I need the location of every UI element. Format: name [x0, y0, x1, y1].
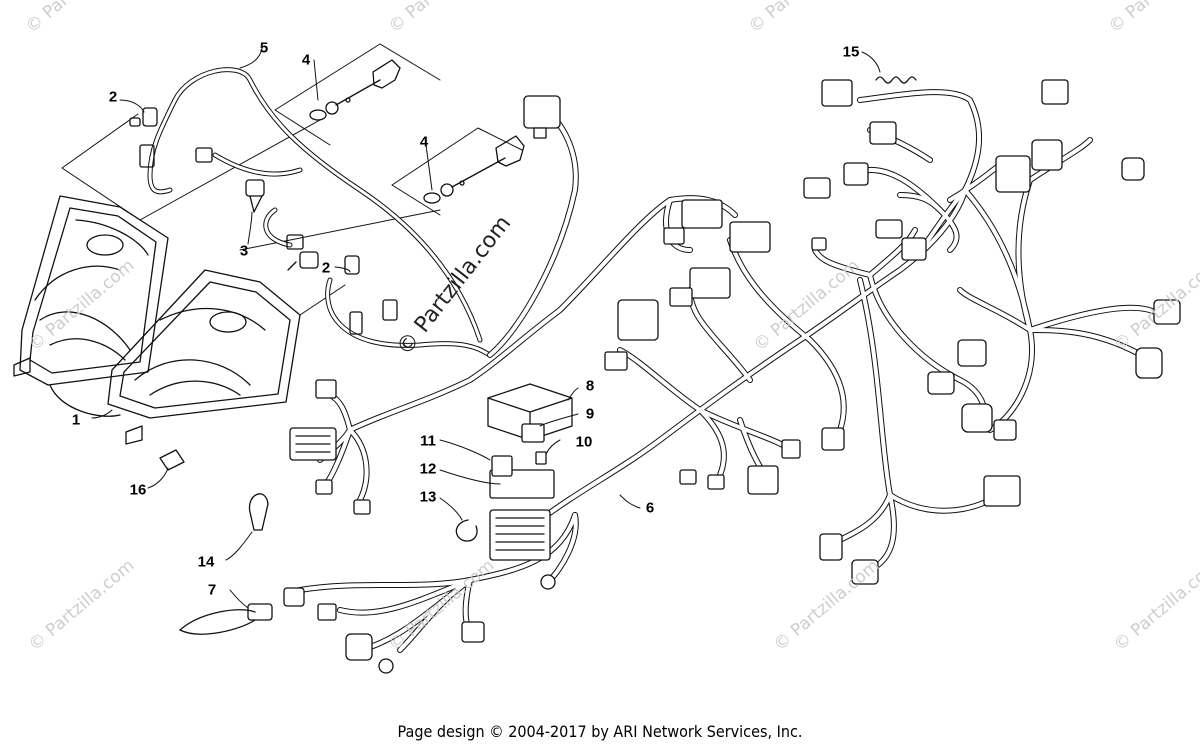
headlight-right — [49, 269, 301, 445]
callout-9: 9 — [585, 405, 595, 423]
callout-13: 13 — [419, 488, 437, 506]
callout-11: 11 — [420, 432, 436, 450]
adjuster-screw-lower — [423, 135, 525, 204]
exploded-view-lines — [61, 43, 523, 316]
clip-ring — [455, 519, 478, 542]
relay-small — [491, 423, 547, 477]
harness-connectors — [283, 79, 1181, 674]
grommet-tool — [179, 603, 273, 635]
subharness-connectors — [139, 144, 398, 335]
callout-5: 5 — [259, 39, 269, 57]
page-footer: Page design © 2004-2017 by ARI Network S… — [397, 722, 803, 741]
callout-4-lower: 4 — [419, 133, 429, 151]
callout-10: 10 — [575, 433, 593, 451]
callout-14: 14 — [197, 553, 215, 571]
callout-8: 8 — [585, 377, 595, 395]
leader-lines — [91, 47, 881, 609]
callout-16: 16 — [129, 481, 147, 499]
cable-tie — [248, 493, 269, 531]
relay-box — [487, 383, 573, 441]
callout-4-upper: 4 — [301, 51, 311, 69]
bulb-sockets — [129, 107, 360, 275]
callout-7: 7 — [207, 581, 217, 599]
callout-3: 3 — [239, 242, 249, 260]
pad-square — [159, 449, 185, 471]
headlight-left — [13, 195, 169, 386]
callout-15: 15 — [842, 43, 860, 61]
callout-1: 1 — [71, 411, 81, 429]
callout-6: 6 — [645, 499, 655, 517]
callout-2-upper: 2 — [108, 88, 118, 106]
spring-clip — [875, 76, 917, 84]
adjuster-screw-upper — [309, 59, 401, 121]
callout-2-lower: 2 — [321, 259, 331, 277]
callout-12: 12 — [419, 460, 437, 478]
